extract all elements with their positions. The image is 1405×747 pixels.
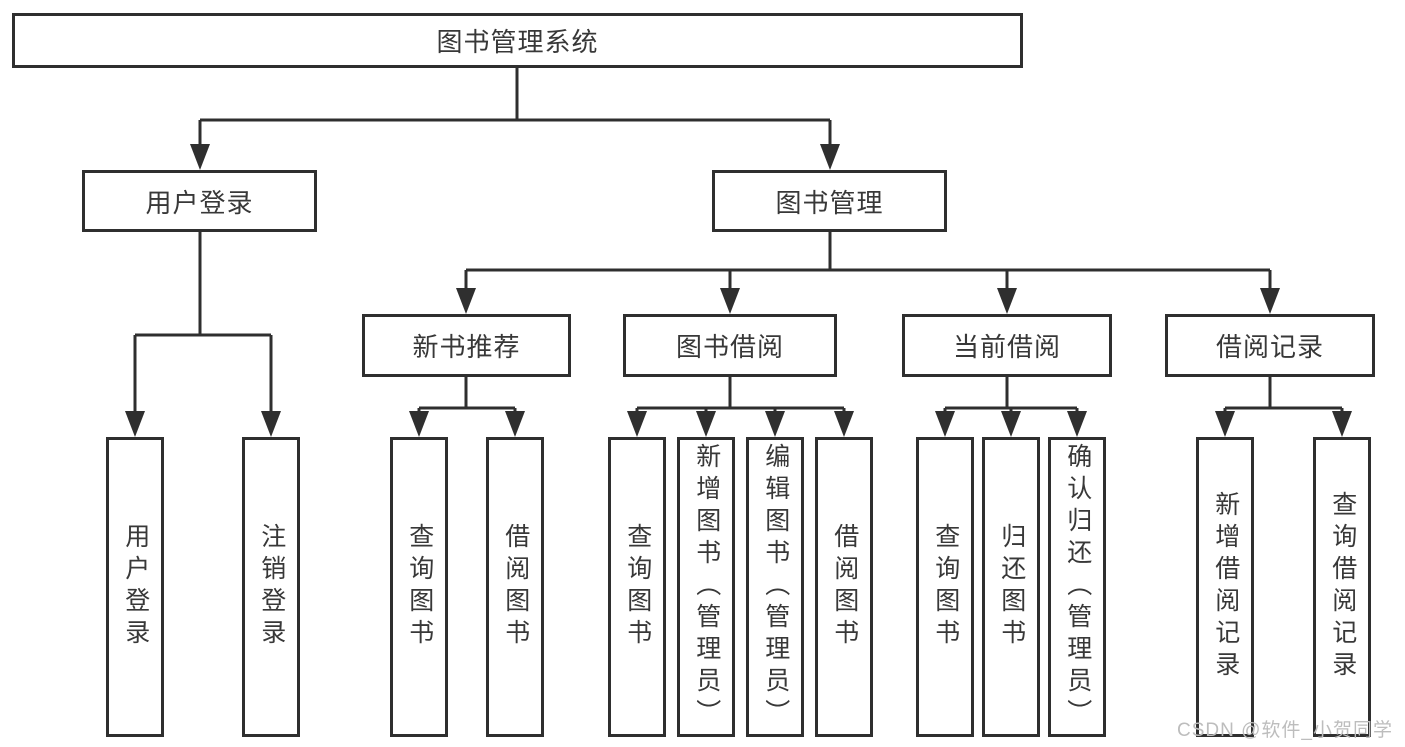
leaf-records-add-record: 新增借阅记录 [1196,437,1254,737]
node-book-management: 图书管理 [712,170,947,232]
leaf-current-return-books: 归还图书 [982,437,1040,737]
leaf-user-login: 用户登录 [106,437,164,737]
node-user-login-label: 用户登录 [145,187,254,218]
node-library-system-label: 图书管理系统 [436,27,599,57]
node-user-login: 用户登录 [82,170,317,232]
leaf-newbook-query-books: 查询图书 [390,437,448,737]
leaf-current-query-books: 查询图书 [916,437,974,737]
leaf-records-query-record: 查询借阅记录 [1313,437,1371,737]
arrowheads [125,144,1352,437]
node-book-borrowing-label: 图书借阅 [675,332,784,362]
leaf-borrow-query-books: 查询图书 [608,437,666,737]
leaf-current-confirm-return-admin: 确认归还（管理员） [1048,437,1106,737]
leaf-borrow-add-books-admin: 新增图书（管理员） [677,437,735,737]
node-new-book-recommend-label: 新书推荐 [412,332,521,362]
node-book-borrowing: 图书借阅 [623,314,837,377]
leaf-newbook-borrow-books: 借阅图书 [486,437,544,737]
node-book-management-label: 图书管理 [775,187,884,218]
leaf-borrow-edit-books-admin: 编辑图书（管理员） [746,437,804,737]
node-borrowing-records: 借阅记录 [1165,314,1375,377]
node-library-system: 图书管理系统 [12,13,1023,68]
node-current-borrowing-label: 当前借阅 [952,332,1061,362]
node-borrowing-records-label: 借阅记录 [1215,332,1324,362]
watermark-text: CSDN @软件_小贺同学 [1177,720,1393,741]
node-new-book-recommend: 新书推荐 [362,314,571,377]
leaf-borrow-borrow-books: 借阅图书 [815,437,873,737]
node-current-borrowing: 当前借阅 [902,314,1112,377]
leaf-logout-login: 注销登录 [242,437,300,737]
